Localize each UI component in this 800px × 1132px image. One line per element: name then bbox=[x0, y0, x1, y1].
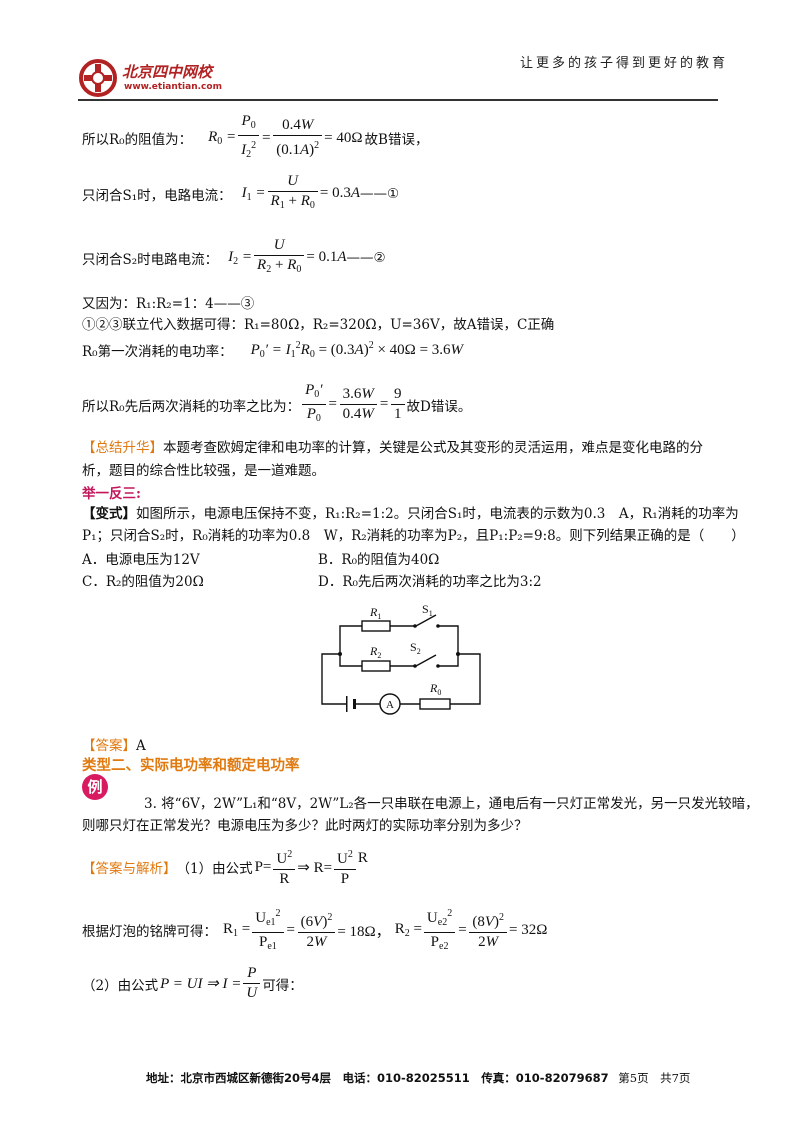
variant-tag: 【变式】 bbox=[82, 506, 136, 522]
logo-emblem-icon bbox=[79, 59, 117, 97]
resistor-r1 bbox=[361, 620, 391, 632]
line-ratio: 又因为：R₁:R₂=1：4——③ bbox=[82, 296, 255, 312]
variant-heading: 举一反三: bbox=[82, 486, 141, 502]
summary-paragraph: 【总结升华】本题考查欧姆定律和电功率的计算，关键是公式及其变形的灵活运用，难点是… bbox=[82, 440, 703, 479]
logo-title: 北京四中网校 bbox=[122, 63, 213, 81]
footer-address: 地址：北京市西城区新德街20号4层 电话：010-82025511 传真：010… bbox=[146, 1071, 609, 1085]
svg-text:S2: S2 bbox=[410, 640, 421, 656]
svg-text:A: A bbox=[386, 699, 394, 711]
answer-tag: 【答案】 bbox=[82, 738, 136, 754]
resistor-r2 bbox=[361, 660, 391, 672]
option-d: D．R₀先后两次消耗的功率之比为3:2 bbox=[318, 574, 542, 590]
footer-page: 第5页 共7页 bbox=[618, 1071, 691, 1085]
circuit-diagram: R1 S1 R2 S2 R0 A bbox=[321, 602, 481, 715]
line-power-first: R₀第一次消耗的电功率： P0′ = I12R0 = (0.3A)2 × 40Ω… bbox=[82, 340, 464, 360]
question-3: 3. 将“6V，2W”L₁和“8V，2W”L₂各一只串联在电源上，通电后有一只灯… bbox=[82, 796, 759, 834]
answer-line: 【答案】A bbox=[82, 738, 146, 754]
resistor-r0 bbox=[419, 698, 451, 710]
header-slogan: 让更多的孩子得到更好的教育 bbox=[520, 56, 729, 71]
switch-s1 bbox=[415, 614, 437, 627]
option-a: A．电源电压为12V bbox=[82, 552, 200, 568]
svg-text:S1: S1 bbox=[422, 602, 433, 618]
solution-tag: 【答案与解析】 bbox=[82, 861, 177, 877]
svg-text:R1: R1 bbox=[369, 605, 381, 621]
logo-url: www.etiantian.com bbox=[124, 82, 222, 92]
variant-question: 【变式】如图所示，电源电压保持不变，R₁:R₂=1:2。只闭合S₁时，电流表的示… bbox=[82, 506, 745, 544]
option-b: B．R₀的阻值为40Ω bbox=[318, 552, 440, 568]
section-title: 类型二、实际电功率和额定电功率 bbox=[82, 757, 300, 774]
summary-tag: 【总结升华】 bbox=[82, 440, 163, 456]
line-solve: ①②③联立代入数据可得：R₁=80Ω，R₂=320Ω，U=36V，故A错误，C正… bbox=[82, 317, 555, 333]
switch-s2 bbox=[415, 654, 437, 667]
svg-text:R0: R0 bbox=[429, 681, 441, 697]
footer: 地址：北京市西城区新德街20号4层 电话：010-82025511 传真：010… bbox=[146, 1070, 690, 1086]
header-rule bbox=[78, 99, 718, 101]
option-c: C．R₂的阻值为20Ω bbox=[82, 574, 204, 590]
battery bbox=[346, 696, 348, 712]
svg-text:R2: R2 bbox=[369, 644, 381, 660]
logo: 北京四中网校 www.etiantian.com bbox=[78, 58, 228, 98]
example-badge: 例 bbox=[82, 774, 108, 800]
